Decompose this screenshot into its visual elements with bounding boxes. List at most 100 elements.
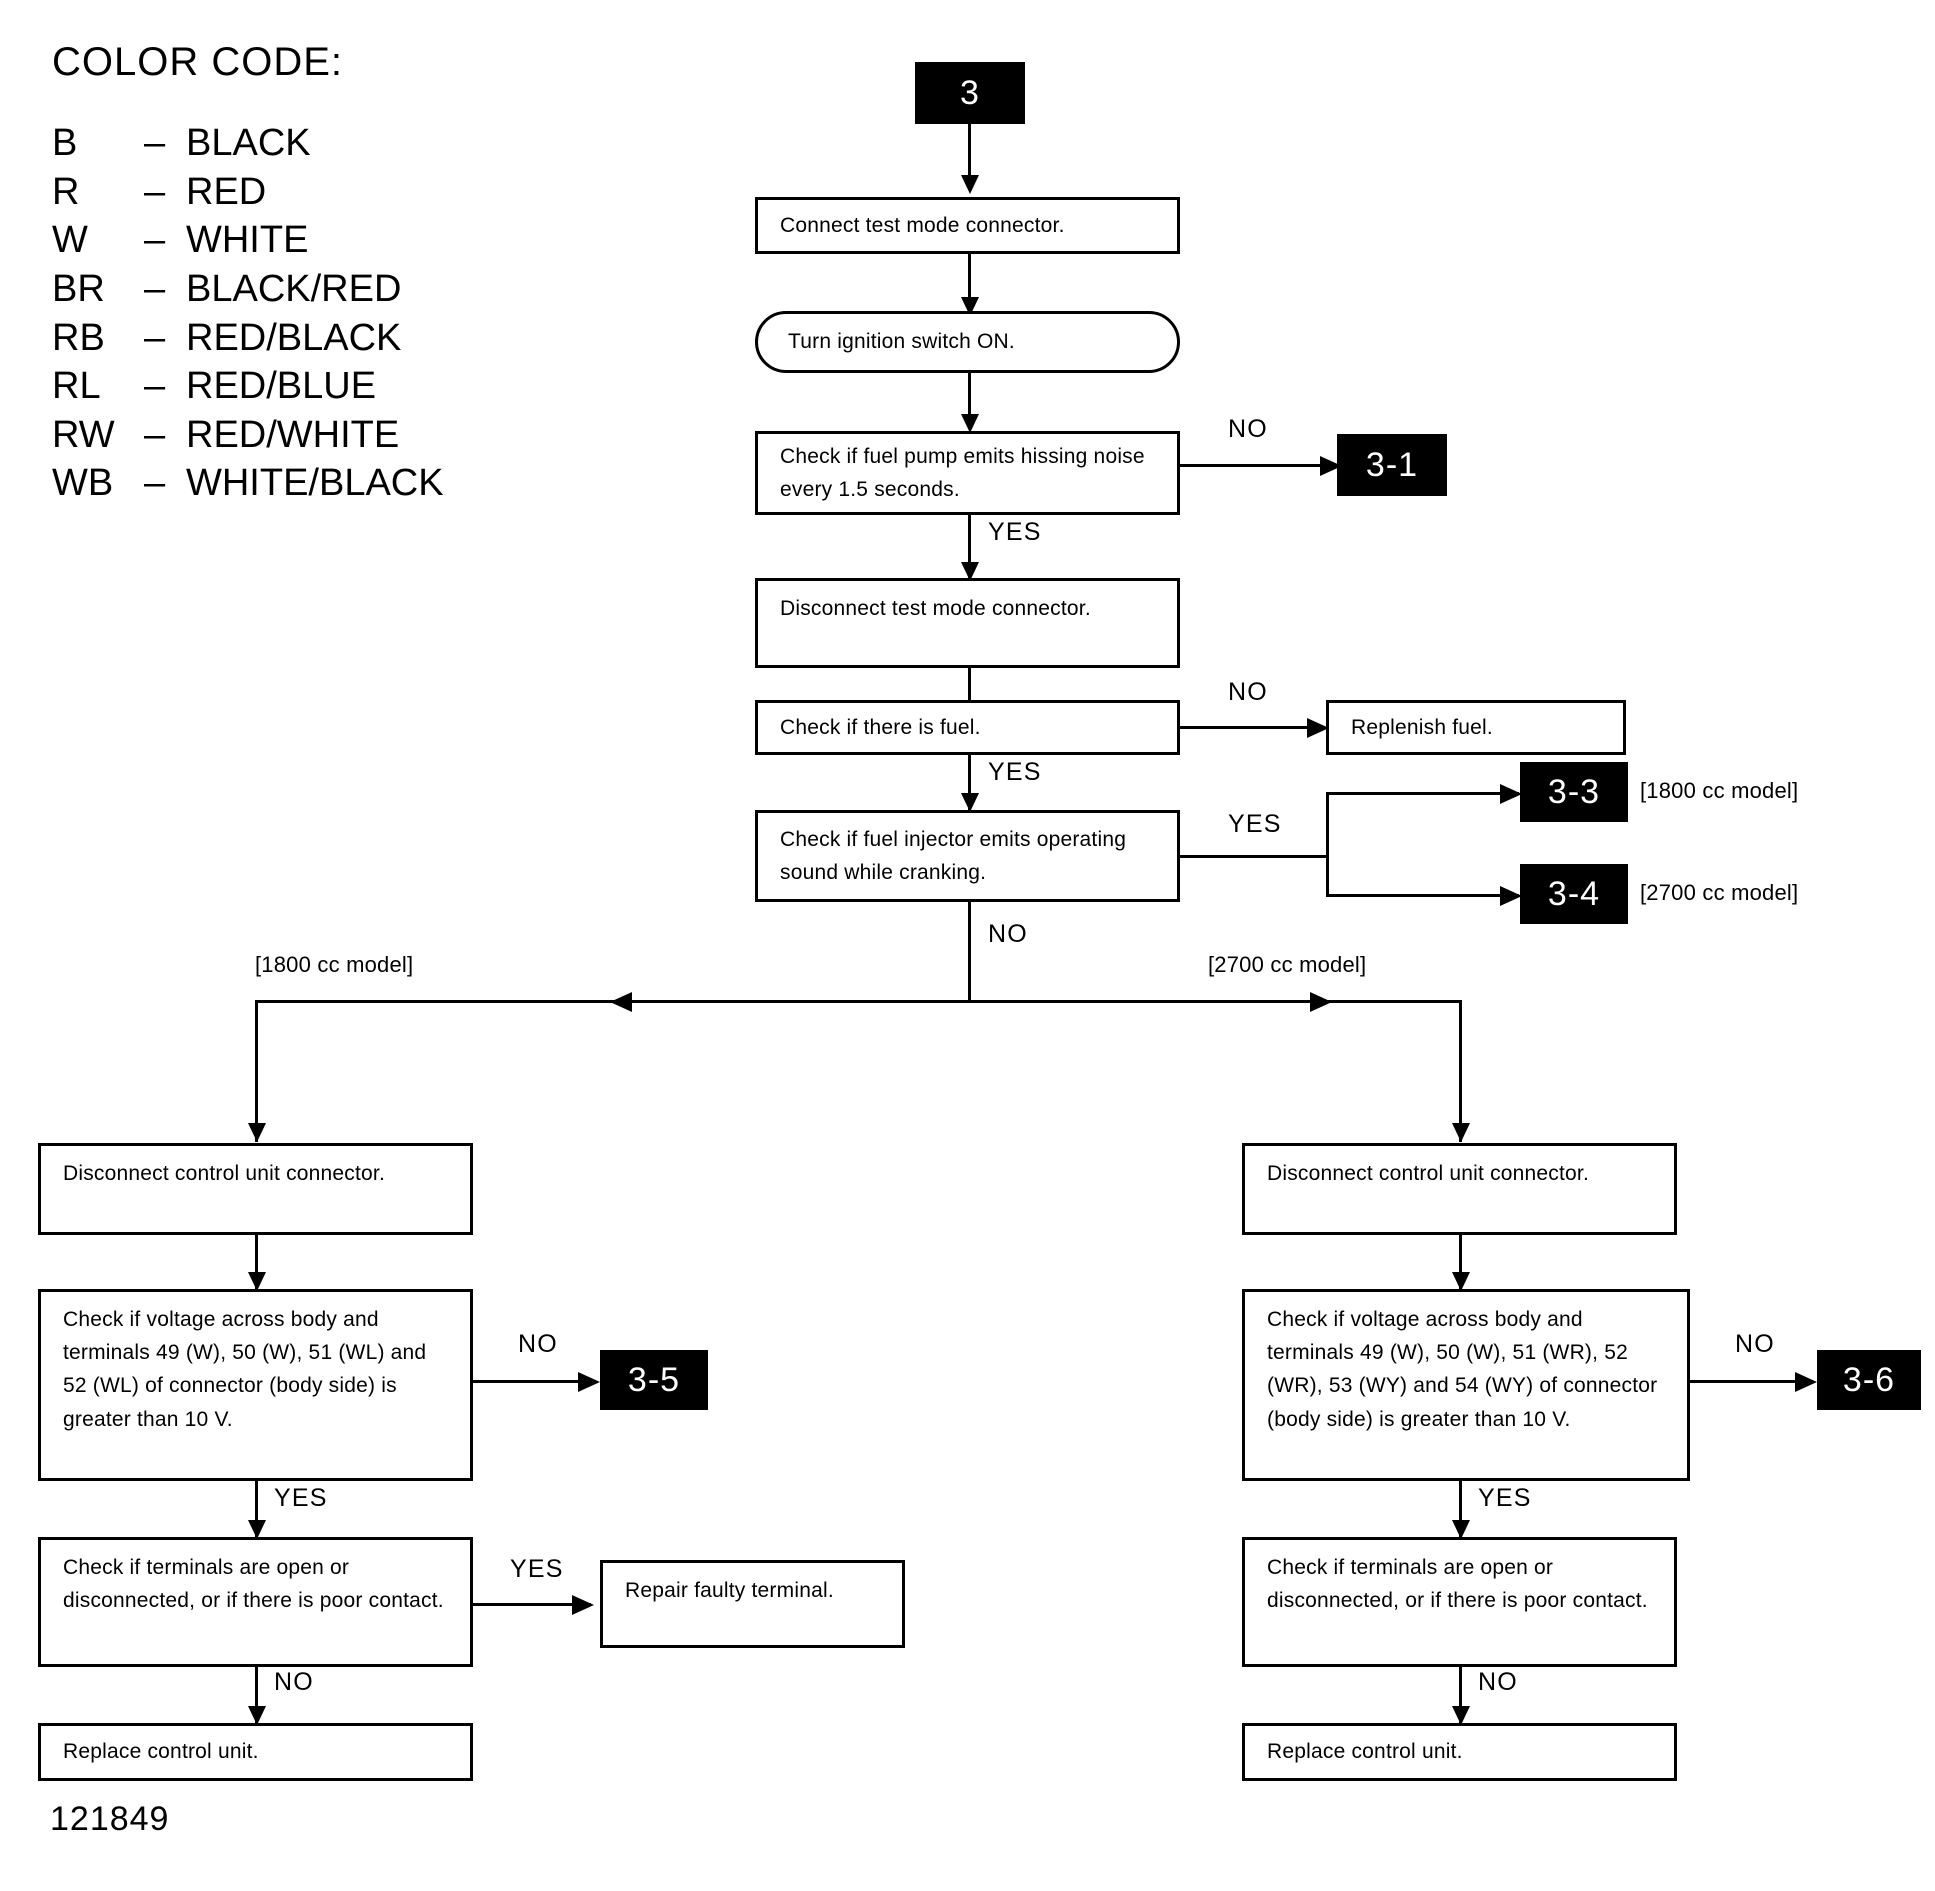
step-repair-faulty-terminal[interactable]: Repair faulty terminal.: [600, 1560, 905, 1648]
branch-label-no: NO: [988, 920, 1028, 948]
connector-line: [1459, 1667, 1462, 1723]
entry-badge-3[interactable]: 3: [915, 62, 1025, 124]
step-text: Turn ignition switch ON.: [788, 330, 1015, 354]
legend-row: W – WHITE: [52, 216, 572, 265]
step-text: Check if voltage across body and termina…: [1267, 1308, 1658, 1431]
arrow-right-icon: [572, 1595, 594, 1615]
step-disconnect-control-unit-right[interactable]: Disconnect control unit connector.: [1242, 1143, 1677, 1235]
branch-distribution-line: [255, 1000, 1462, 1003]
branch-label-no: NO: [1735, 1330, 1775, 1358]
step-check-terminals-right[interactable]: Check if terminals are open or disconnec…: [1242, 1537, 1677, 1667]
branch-label-no: NO: [1228, 415, 1268, 443]
step-text: Disconnect control unit connector.: [63, 1162, 385, 1185]
note-1800cc-model-branch: [1800 cc model]: [255, 952, 414, 977]
branch-line-yes: [1180, 855, 1328, 858]
connector-line: [255, 1235, 258, 1290]
legend-dash: –: [144, 267, 166, 310]
goto-badge-3-6[interactable]: 3-6: [1817, 1350, 1921, 1410]
step-text: Repair faulty terminal.: [625, 1579, 834, 1602]
note-2700cc-model-branch: [2700 cc model]: [1208, 952, 1367, 977]
legend-abbr: WB: [52, 462, 114, 505]
step-text: Check if fuel pump emits hissing noise e…: [780, 444, 1145, 501]
branch-line-no: [1690, 1380, 1812, 1383]
connector-line: [255, 1667, 258, 1723]
step-check-fuel-pump[interactable]: Check if fuel pump emits hissing noise e…: [755, 431, 1180, 515]
step-disconnect-test-mode[interactable]: Disconnect test mode connector.: [755, 578, 1180, 668]
arrow-right-icon: [1320, 456, 1342, 476]
arrow-down-icon: [248, 1123, 266, 1142]
arrow-down-icon: [961, 562, 979, 581]
arrow-down-icon: [1452, 1272, 1470, 1291]
legend-dash: –: [144, 365, 166, 408]
arrow-down-icon: [248, 1520, 266, 1539]
step-text: Disconnect test mode connector.: [780, 597, 1091, 620]
step-text: Check if terminals are open or disconnec…: [1267, 1556, 1648, 1613]
legend-name: RED/WHITE: [186, 413, 400, 456]
legend-abbr: W: [52, 219, 88, 262]
branch-label-yes: YES: [1478, 1484, 1532, 1512]
connector-line: [968, 668, 971, 724]
legend-title: COLOR CODE:: [52, 40, 344, 84]
step-check-terminals-left[interactable]: Check if terminals are open or disconnec…: [38, 1537, 473, 1667]
arrow-down-icon: [961, 414, 979, 433]
connector-line: [1459, 1235, 1462, 1290]
arrow-right-icon: [1795, 1372, 1817, 1392]
branch-line-to-3-4: [1326, 894, 1519, 897]
step-connect-test-mode[interactable]: Connect test mode connector.: [755, 197, 1180, 254]
step-check-voltage-right[interactable]: Check if voltage across body and termina…: [1242, 1289, 1690, 1481]
step-text: Check if fuel injector emits operating s…: [780, 827, 1127, 884]
branch-label-yes: YES: [510, 1555, 564, 1583]
arrow-down-icon: [1452, 1706, 1470, 1725]
goto-badge-3-4[interactable]: 3-4: [1520, 864, 1628, 924]
step-check-injector[interactable]: Check if fuel injector emits operating s…: [755, 810, 1180, 902]
legend-row: R – RED: [52, 168, 572, 217]
step-check-voltage-left[interactable]: Check if voltage across body and termina…: [38, 1289, 473, 1481]
branch-label-no: NO: [1228, 678, 1268, 706]
step-text: Connect test mode connector.: [780, 213, 1065, 237]
arrow-left-icon: [610, 992, 632, 1012]
branch-label-yes: YES: [1228, 810, 1282, 838]
arrow-right-icon: [1500, 784, 1522, 804]
branch-line-no: [1180, 726, 1325, 729]
goto-badge-3-1[interactable]: 3-1: [1337, 434, 1447, 496]
step-text: Replace control unit.: [63, 1740, 259, 1764]
arrow-right-icon: [1307, 718, 1329, 738]
step-replace-control-unit-right[interactable]: Replace control unit.: [1242, 1723, 1677, 1781]
connector-line: [968, 254, 971, 310]
arrow-down-icon: [1452, 1123, 1470, 1142]
connector-line: [968, 515, 971, 578]
branch-label-yes: YES: [988, 518, 1042, 546]
legend-name: RED/BLUE: [186, 365, 377, 408]
branch-line-to-3-3: [1326, 792, 1519, 795]
arrow-down-icon: [1452, 1520, 1470, 1539]
connector-line: [1459, 1000, 1462, 1142]
legend-dash: –: [144, 413, 166, 456]
legend-name: BLACK: [186, 122, 311, 164]
note-2700cc-model-3-4: [2700 cc model]: [1640, 880, 1799, 905]
legend-dash: –: [144, 316, 166, 359]
goto-badge-3-3[interactable]: 3-3: [1520, 762, 1628, 822]
legend-row: RW – RED/WHITE: [52, 411, 572, 460]
goto-badge-3-5[interactable]: 3-5: [600, 1350, 708, 1410]
step-disconnect-control-unit-left[interactable]: Disconnect control unit connector.: [38, 1143, 473, 1235]
note-1800cc-model-3-3: [1800 cc model]: [1640, 778, 1799, 803]
legend-abbr: RB: [52, 316, 105, 359]
legend-name: BLACK/RED: [186, 267, 402, 310]
legend-row: RB – RED/BLACK: [52, 314, 572, 363]
branch-line-yes: [473, 1603, 591, 1606]
step-replace-control-unit-left[interactable]: Replace control unit.: [38, 1723, 473, 1781]
arrow-right-icon: [578, 1372, 600, 1392]
legend-abbr: B: [52, 122, 78, 164]
arrow-down-icon: [961, 175, 979, 194]
connector-line: [968, 755, 971, 810]
arrow-right-icon: [1500, 886, 1522, 906]
connector-line: [1459, 1481, 1462, 1537]
step-turn-ignition[interactable]: Turn ignition switch ON.: [755, 311, 1180, 373]
step-replenish-fuel[interactable]: Replenish fuel.: [1326, 700, 1626, 755]
step-check-fuel[interactable]: Check if there is fuel.: [755, 700, 1180, 755]
legend-dash: –: [144, 122, 166, 164]
connector-line: [255, 1481, 258, 1537]
branch-label-no: NO: [518, 1330, 558, 1358]
legend-row: B – BLACK: [52, 119, 572, 168]
